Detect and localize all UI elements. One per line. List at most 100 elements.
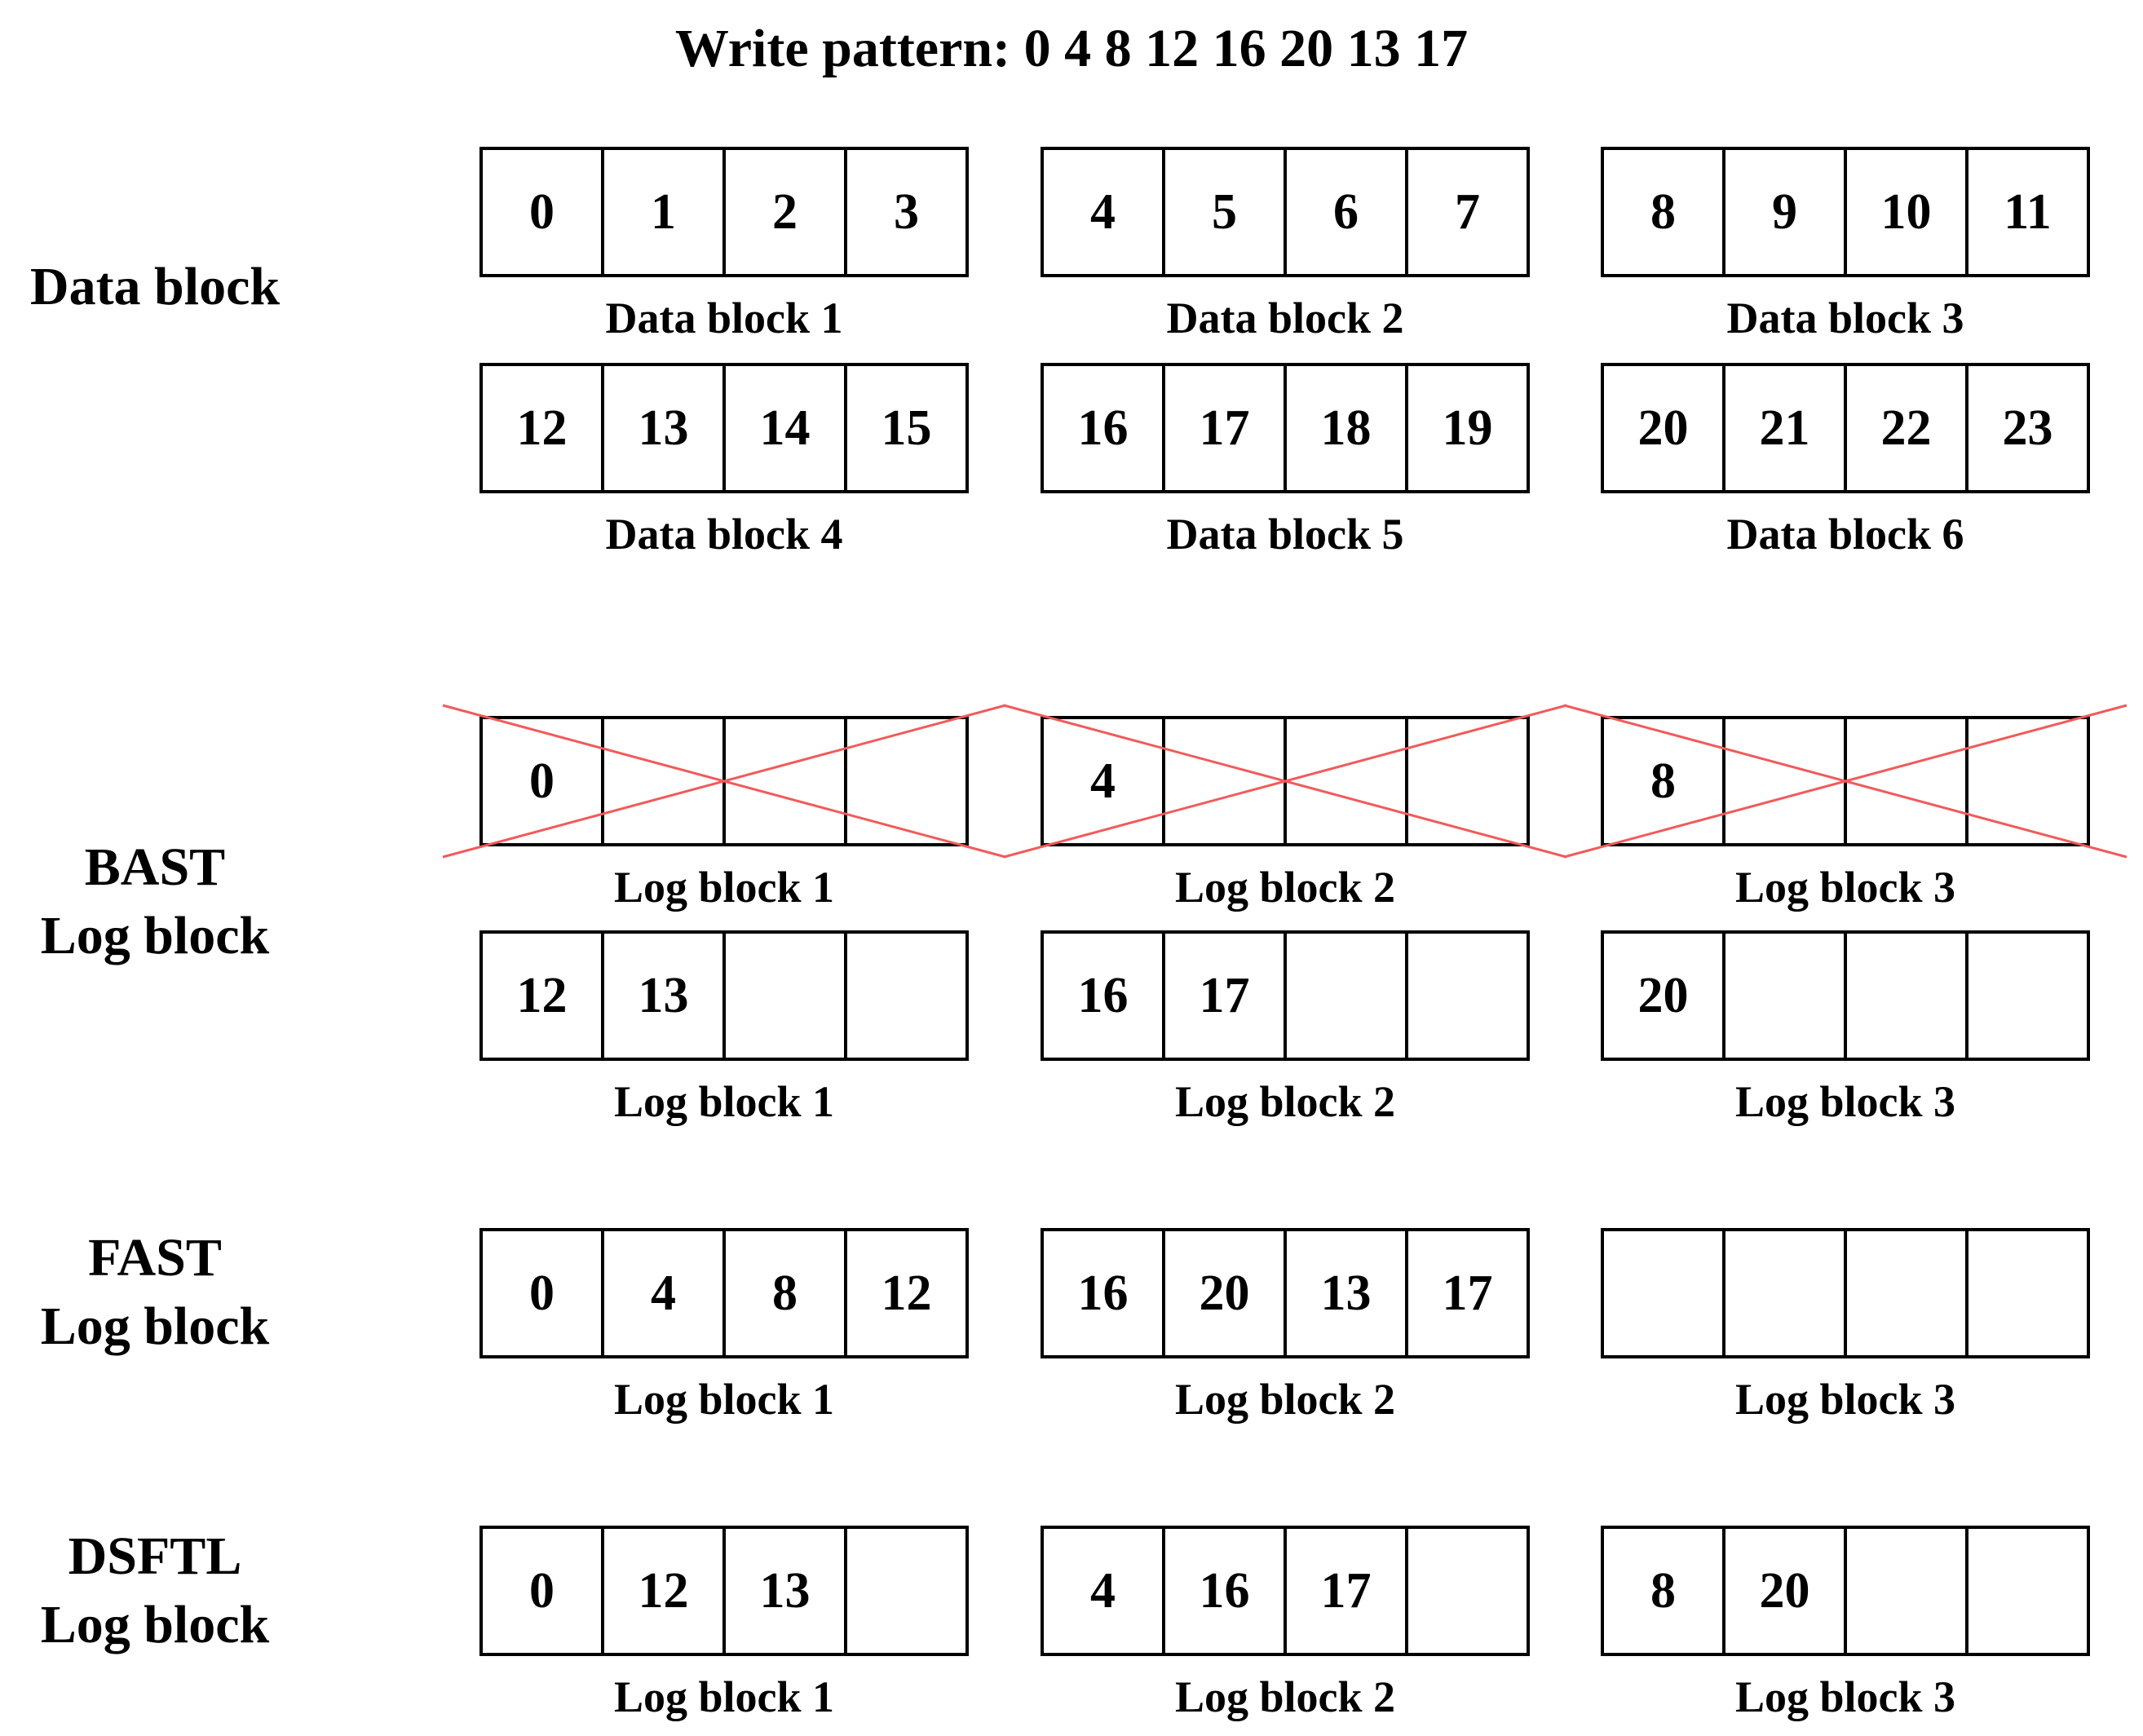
block-caption: Log block 2 — [1174, 1375, 1396, 1424]
block-cell: 7 — [1405, 150, 1527, 274]
block-cell — [1604, 1231, 1722, 1355]
block-cell — [1844, 719, 1965, 843]
block-cell: 13 — [722, 1529, 844, 1653]
block-caption: Log block 1 — [613, 863, 835, 912]
block-cell: 0 — [529, 753, 555, 809]
block-cell: 12 — [516, 967, 568, 1023]
block-cell: 17 — [1162, 366, 1284, 490]
block-cell — [844, 719, 965, 843]
block-caption: Data block 5 — [1166, 510, 1404, 559]
block-cell: 20 — [1637, 400, 1689, 456]
block-cell — [1844, 1529, 1965, 1653]
block-cell — [1844, 934, 1965, 1058]
block-cell: 8 — [1650, 183, 1676, 240]
block-cell: 1 — [601, 150, 722, 274]
block-caption: Log block 3 — [1734, 863, 1956, 912]
block-cell: 22 — [1844, 366, 1965, 490]
bast-log-block: 12 13 — [479, 930, 969, 1061]
block-cell — [1722, 1231, 1844, 1355]
block-cell: 6 — [1284, 150, 1405, 274]
block-cell: 16 — [1077, 967, 1129, 1023]
section-label-data-block: Data block — [29, 257, 281, 316]
block-cell: 0 — [529, 183, 555, 240]
block-cell — [1722, 719, 1844, 843]
block-caption: Data block 1 — [605, 294, 843, 342]
block-cell — [1844, 1231, 1965, 1355]
block-cell — [1162, 719, 1284, 843]
block-cell: 21 — [1722, 366, 1844, 490]
block-cell: 12 — [601, 1529, 722, 1653]
block-cell — [1965, 934, 2087, 1058]
block-cell — [722, 934, 844, 1058]
block-caption: Data block 2 — [1166, 294, 1404, 342]
block-cell: 2 — [722, 150, 844, 274]
block-cell: 5 — [1162, 150, 1284, 274]
block-caption: Log block 2 — [1174, 1672, 1396, 1721]
fast-log-block — [1601, 1228, 2090, 1358]
block-cell: 14 — [722, 366, 844, 490]
block-caption: Data block 4 — [605, 510, 843, 559]
block-cell — [1405, 1529, 1527, 1653]
section-label-dsftl: DSFTL Log block — [40, 1526, 270, 1654]
block-cell: 0 — [529, 1562, 555, 1619]
block-cell: 8 — [722, 1231, 844, 1355]
block-cell: 13 — [1284, 1231, 1405, 1355]
block-caption: Log block 2 — [1174, 1077, 1396, 1126]
block-cell: 15 — [844, 366, 965, 490]
block-cell: 0 — [529, 1265, 555, 1321]
block-caption: Log block 1 — [613, 1672, 835, 1721]
block-cell: 13 — [601, 366, 722, 490]
block-cell: 18 — [1284, 366, 1405, 490]
block-cell: 16 — [1162, 1529, 1284, 1653]
block-cell: 12 — [844, 1231, 965, 1355]
block-cell — [1284, 719, 1405, 843]
block-cell — [1284, 934, 1405, 1058]
block-caption: Log block 3 — [1734, 1375, 1956, 1424]
block-cell: 17 — [1284, 1529, 1405, 1653]
block-cell — [1965, 1529, 2087, 1653]
block-cell — [1405, 719, 1527, 843]
block-caption: Log block 1 — [613, 1375, 835, 1424]
block-caption: Log block 3 — [1734, 1077, 1956, 1126]
block-cell: 16 — [1077, 1265, 1129, 1321]
block-cell: 12 — [516, 400, 568, 456]
block-cell: 13 — [601, 934, 722, 1058]
block-cell: 3 — [844, 150, 965, 274]
bast-log-block: 20 — [1601, 930, 2090, 1061]
block-cell: 4 — [1090, 183, 1116, 240]
block-cell: 23 — [1965, 366, 2087, 490]
block-cell: 10 — [1844, 150, 1965, 274]
bast-log-block-crossed: 0 — [479, 716, 969, 846]
block-cell: 16 — [1077, 400, 1129, 456]
block-cell — [844, 1529, 965, 1653]
block-cell: 8 — [1650, 753, 1676, 809]
block-cell — [1965, 719, 2087, 843]
section-label-fast: FAST Log block — [40, 1228, 270, 1356]
block-caption: Data block 6 — [1726, 510, 1964, 559]
block-cell: 19 — [1405, 366, 1527, 490]
block-cell: 17 — [1405, 1231, 1527, 1355]
block-cell — [1405, 934, 1527, 1058]
block-caption: Data block 3 — [1726, 294, 1964, 342]
section-label-bast: BAST Log block — [40, 837, 270, 965]
block-cell: 9 — [1722, 150, 1844, 274]
block-cell: 11 — [1965, 150, 2087, 274]
block-cell: 4 — [1090, 753, 1116, 809]
block-cell — [844, 934, 965, 1058]
bast-log-block-crossed: 8 — [1601, 716, 2090, 846]
block-cell — [722, 719, 844, 843]
write-pattern-title: Write pattern: 0 4 8 12 16 20 13 17 — [674, 19, 1469, 78]
block-cell — [1722, 934, 1844, 1058]
block-cell: 4 — [601, 1231, 722, 1355]
block-caption: Log block 1 — [613, 1077, 835, 1126]
block-cell: 17 — [1162, 934, 1284, 1058]
